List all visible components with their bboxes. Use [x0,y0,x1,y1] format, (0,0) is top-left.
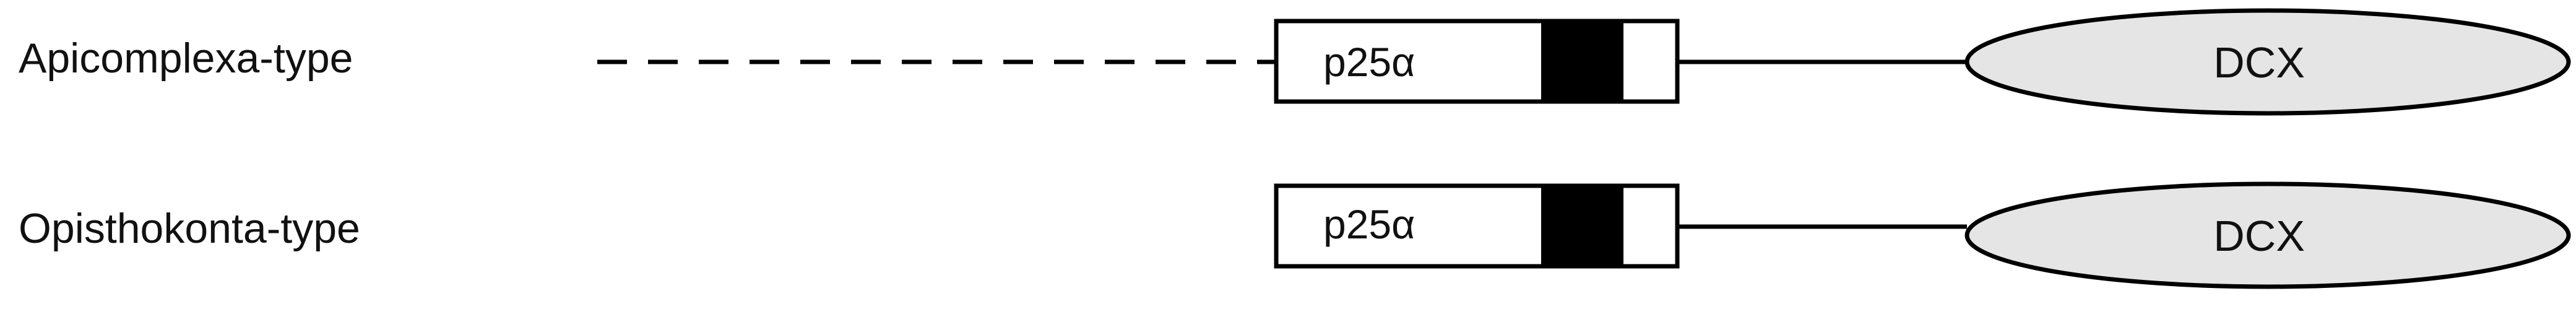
row-label-apicomplexa: Apicomplexa-type [19,35,353,82]
row-label-opisthokonta: Opisthokonta-type [19,205,360,252]
row-opisthokonta: Opisthokonta-type p25α DCX [19,181,2571,289]
row-apicomplexa: Apicomplexa-type p25α DCX [19,8,2571,116]
dcx-label: DCX [2213,212,2305,260]
p25alpha-label: p25α [1323,39,1415,85]
p25alpha-label: p25α [1323,201,1415,247]
black-segment [1541,186,1623,266]
dcx-domain-oval [1964,181,2571,289]
dcx-domain-oval [1964,8,2571,116]
black-segment [1541,21,1623,102]
dcx-label: DCX [2213,38,2305,87]
